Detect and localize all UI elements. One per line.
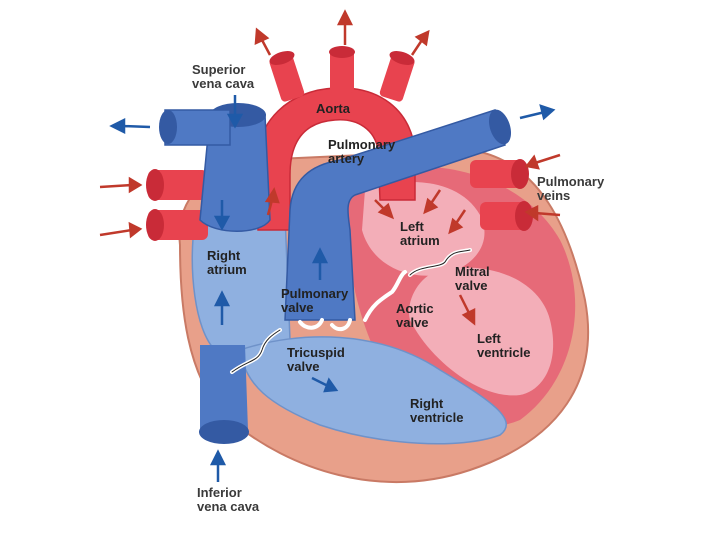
- arrow-icon: [524, 153, 561, 170]
- label-superior-vena-cava: Superior vena cava: [192, 62, 255, 91]
- pulmonary-artery-right-opening: [488, 109, 512, 145]
- arrow-icon: [410, 29, 430, 56]
- left-ventricle-chamber: [409, 267, 554, 396]
- arrow-icon: [99, 176, 143, 194]
- arrow-icon: [209, 449, 227, 482]
- label-pulmonary-artery: Pulmonary artery: [328, 137, 396, 166]
- label-pulmonary-veins: Pulmonary veins: [537, 174, 605, 203]
- flow-arrows-red: [99, 9, 561, 326]
- aortic-valve-curve: [363, 270, 407, 322]
- arrow-icon: [374, 199, 395, 220]
- arrow-icon: [213, 200, 231, 231]
- aorta-branch-left-opening: [269, 51, 295, 65]
- valve-outlines: [231, 249, 471, 373]
- pulmonary-vein-lower-left-opening: [146, 209, 164, 241]
- aorta-branch-middle: [330, 48, 354, 93]
- label-left-atrium: Left atrium: [400, 219, 440, 248]
- aorta-branch-right-opening: [389, 51, 415, 65]
- arrow-icon: [109, 117, 151, 135]
- pulmonary-vein-upper-left-opening: [146, 169, 164, 201]
- label-aorta: Aorta: [316, 101, 350, 116]
- arrow-icon: [519, 104, 556, 121]
- right-ventricle-chamber: [239, 336, 507, 445]
- arrow-icon: [213, 290, 231, 325]
- arrow-icon: [99, 221, 143, 239]
- arrow-icon: [448, 209, 467, 235]
- aorta-branch-left: [269, 53, 305, 102]
- arrow-icon: [524, 204, 561, 222]
- label-pulmonary-valve: Pulmonary valve: [281, 286, 349, 315]
- arrow-icon: [264, 187, 280, 216]
- arrow-icon: [458, 294, 476, 326]
- label-aortic-valve: Aortic valve: [396, 301, 434, 330]
- aorta-branch-right: [379, 53, 415, 102]
- arrow-icon: [311, 247, 329, 280]
- label-right-ventricle: Right ventricle: [410, 396, 464, 425]
- pulmonary-vein-upper-left: [148, 170, 208, 200]
- flow-arrows-blue: [109, 95, 556, 482]
- arrow-icon: [423, 189, 442, 215]
- label-left-ventricle: Left ventricle: [477, 331, 531, 360]
- label-right-atrium: Right atrium: [207, 248, 247, 277]
- arrow-icon: [311, 376, 339, 393]
- pulmonary-vein-lower-right-opening: [515, 201, 533, 231]
- inferior-vena-cava-vessel: [200, 345, 248, 430]
- aorta-branch-middle-opening: [329, 46, 355, 58]
- arrow-icon: [254, 27, 272, 56]
- arrow-icon: [226, 95, 244, 129]
- label-tricuspid-valve: Tricuspid valve: [287, 345, 345, 374]
- arrow-icon: [336, 9, 354, 45]
- label-inferior-vena-cava: Inferior vena cava: [197, 485, 260, 514]
- pulmonary-vein-upper-right: [470, 160, 525, 188]
- pulmonary-valve-curve: [298, 318, 352, 332]
- pulmonary-vein-lower-left: [148, 210, 208, 240]
- pulmonary-artery-left-opening: [159, 110, 177, 144]
- label-mitral-valve: Mitral valve: [455, 264, 490, 293]
- pulmonary-vein-lower-right: [480, 202, 528, 230]
- pulmonary-vein-upper-right-opening: [511, 159, 529, 189]
- inferior-vena-cava-opening: [199, 420, 249, 444]
